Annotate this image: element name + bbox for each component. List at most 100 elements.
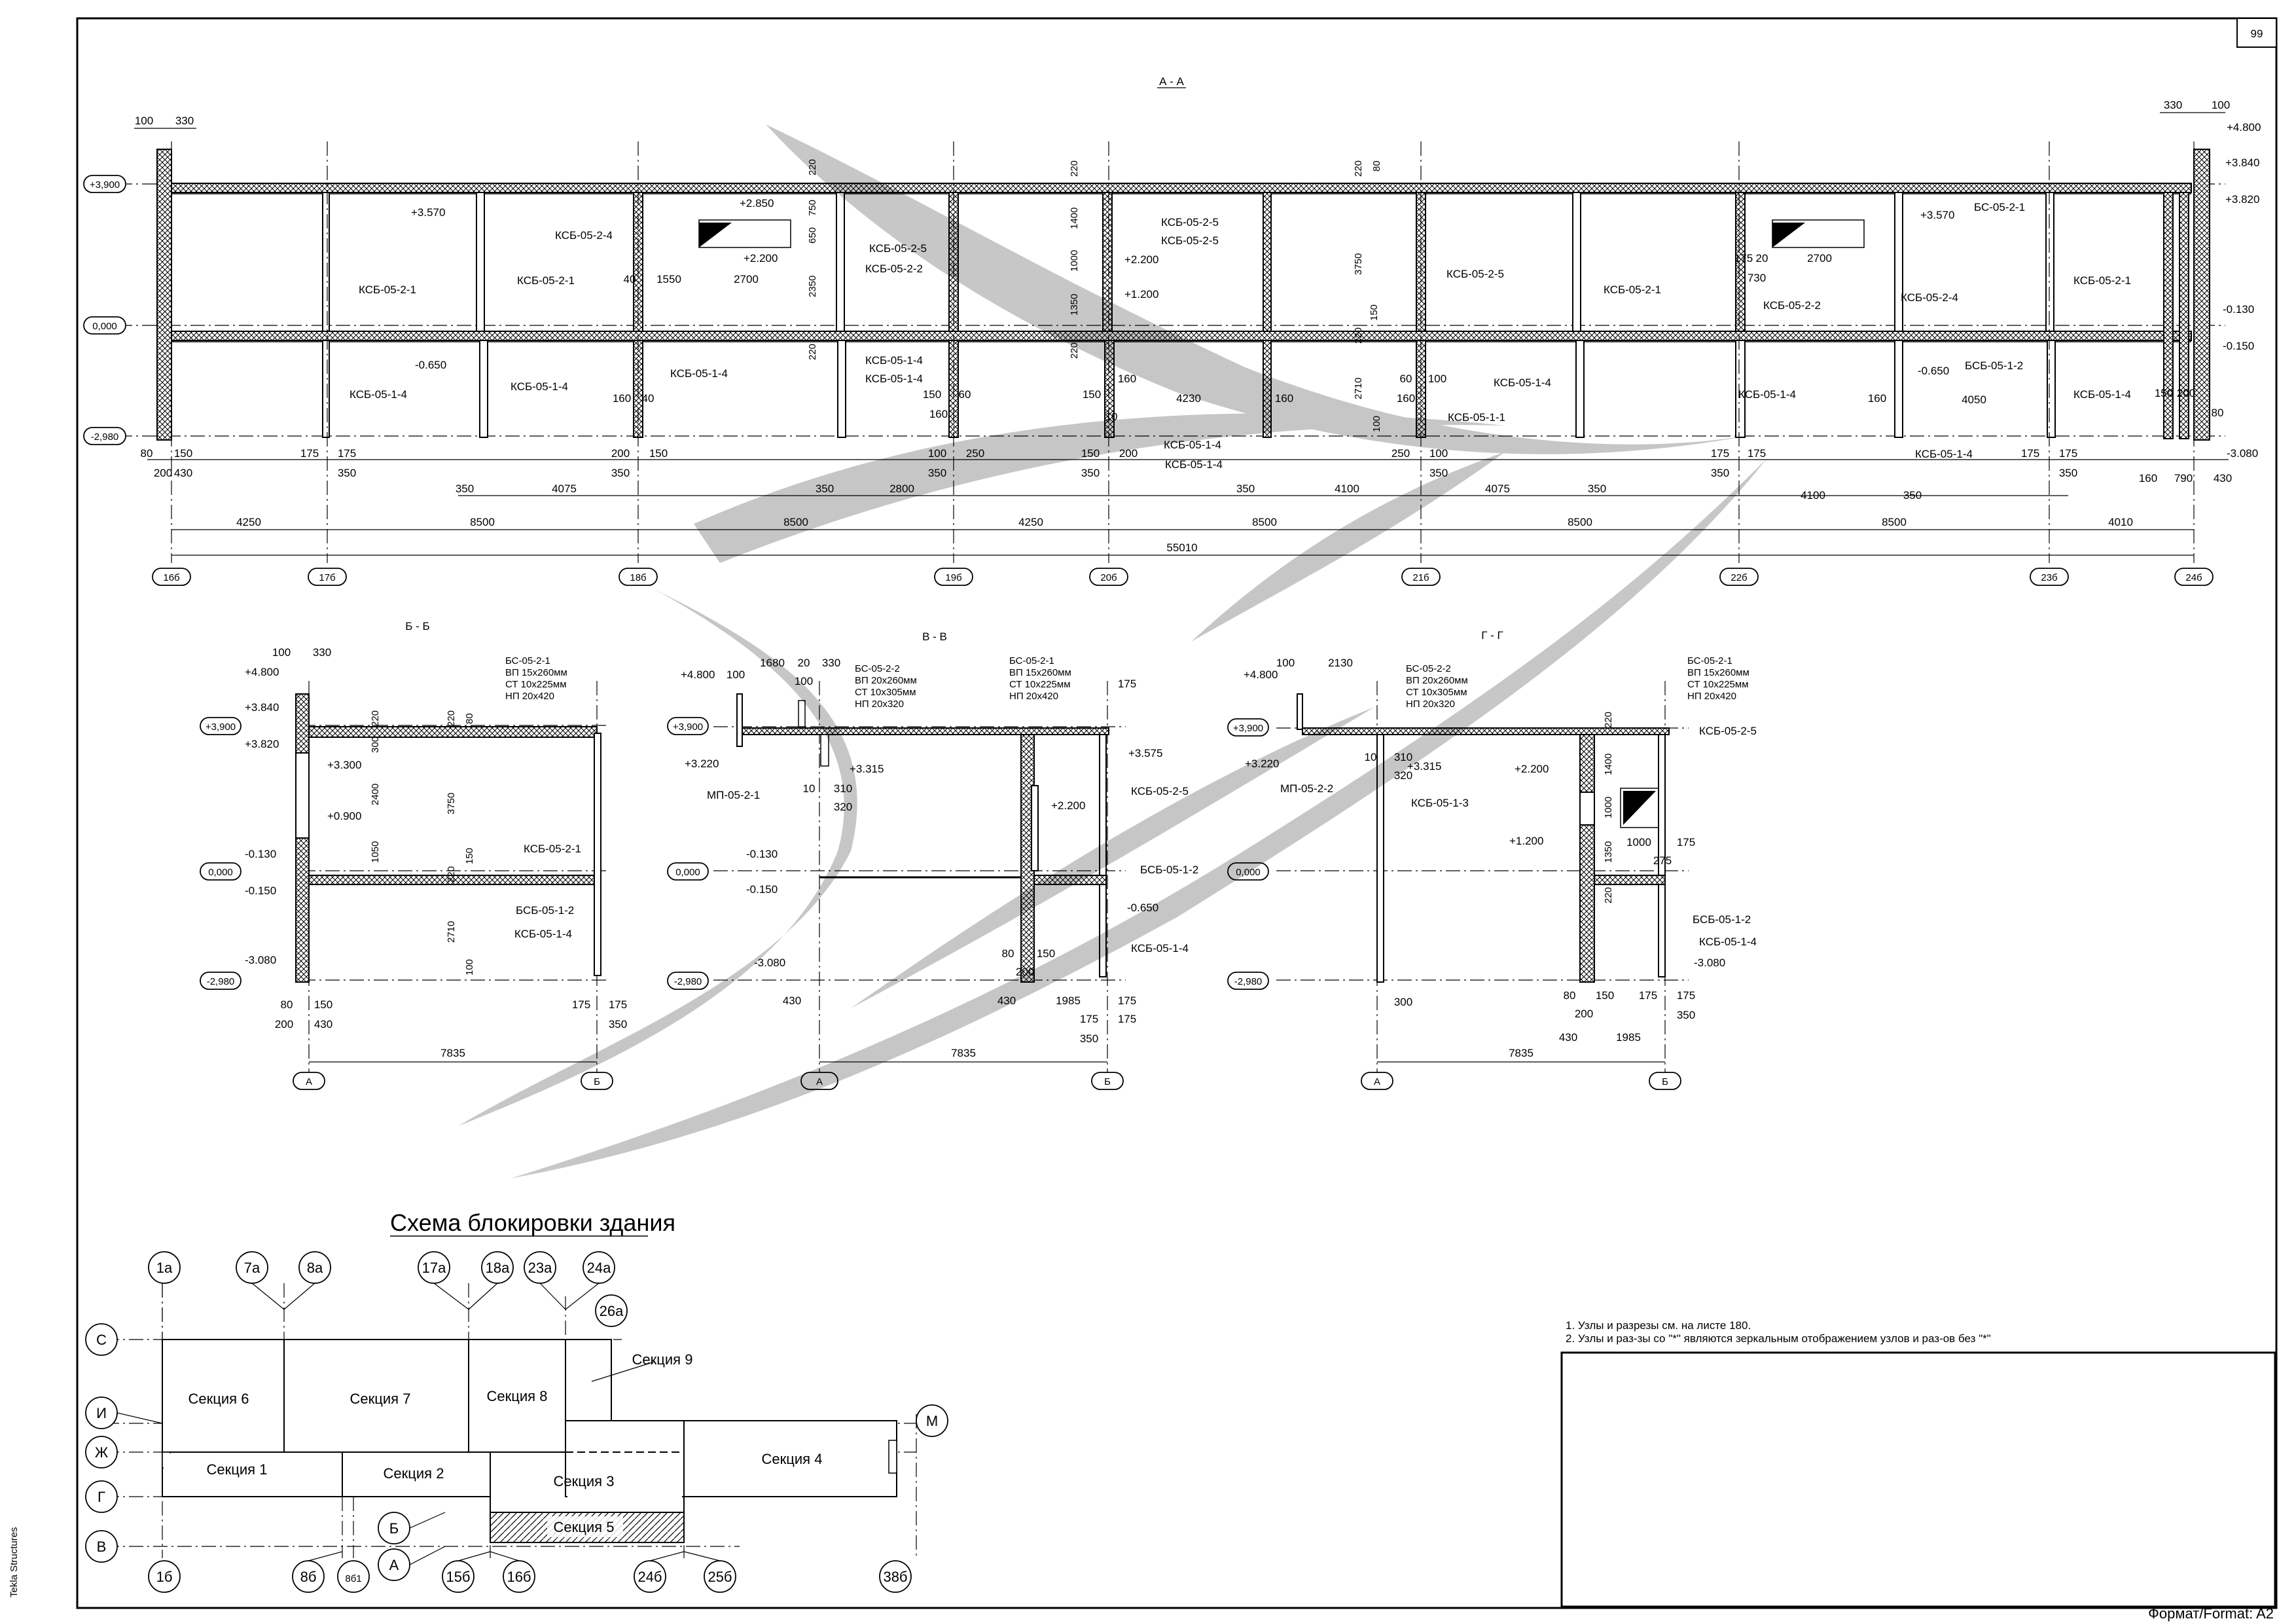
svg-text:160: 160 [613, 392, 631, 405]
sheet-frame [76, 17, 2278, 1609]
svg-text:КСБ-05-2-1: КСБ-05-2-1 [2073, 274, 2131, 287]
svg-text:+4.800: +4.800 [2227, 121, 2261, 134]
svg-text:350: 350 [928, 467, 946, 479]
svg-text:БС-05-2-1: БС-05-2-1 [1974, 201, 2025, 213]
svg-text:350: 350 [611, 467, 630, 479]
aa-sub-dims: 350 4075 350 2800 350 4100 4075 350 4100… [456, 483, 1922, 501]
svg-text:ВП 15х260мм: ВП 15х260мм [1687, 667, 1749, 678]
svg-text:КСБ-05-2-4: КСБ-05-2-4 [1901, 291, 1958, 304]
svg-text:200: 200 [1016, 966, 1034, 978]
svg-text:КСБ-05-1-4: КСБ-05-1-4 [865, 354, 923, 367]
svg-text:175: 175 [1118, 678, 1136, 690]
svg-text:175: 175 [1734, 252, 1753, 264]
scheme-label-9: Секция 9 [632, 1351, 693, 1368]
svg-text:4250: 4250 [236, 516, 261, 528]
scheme-label-6: Секция 6 [188, 1391, 249, 1407]
svg-text:100: 100 [1429, 447, 1448, 460]
svg-text:790: 790 [2174, 472, 2193, 484]
svg-text:350: 350 [609, 1018, 627, 1030]
svg-text:КСБ-05-2-1: КСБ-05-2-1 [517, 274, 575, 287]
svg-text:430: 430 [314, 1018, 332, 1030]
svg-text:100: 100 [135, 115, 153, 127]
svg-text:+3.820: +3.820 [245, 738, 279, 750]
svg-text:0,000: 0,000 [1236, 867, 1261, 878]
scheme-label-2: Секция 2 [384, 1465, 444, 1482]
svg-text:А: А [389, 1557, 399, 1573]
svg-text:+3,900: +3,900 [673, 721, 703, 733]
svg-text:СТ 10х305мм: СТ 10х305мм [1406, 687, 1467, 698]
svg-text:1400: 1400 [1069, 208, 1080, 229]
svg-text:7а: 7а [244, 1260, 260, 1276]
svg-text:1а: 1а [156, 1260, 173, 1276]
section-aa: А - А +3,900 0,000 -2,980 [83, 75, 2261, 586]
svg-text:25б: 25б [708, 1569, 732, 1585]
svg-text:10: 10 [1365, 751, 1377, 763]
svg-text:КСБ-05-1-4: КСБ-05-1-4 [1699, 936, 1757, 948]
svg-text:+1.200: +1.200 [1509, 835, 1543, 847]
aa-support-dims: 80 150 200 430 175 175 350 200 150 350 1… [141, 447, 2233, 484]
note-2: 2. Узлы и раз-зы со "*" являются зеркаль… [1566, 1332, 1991, 1345]
svg-text:20: 20 [1756, 252, 1768, 264]
svg-text:1050: 1050 [370, 841, 381, 863]
svg-text:-0.130: -0.130 [2223, 303, 2254, 316]
svg-text:4100: 4100 [1335, 483, 1359, 495]
svg-text:2700: 2700 [1807, 252, 1832, 264]
svg-text:КСБ-05-2-5: КСБ-05-2-5 [869, 242, 927, 255]
svg-text:100: 100 [1276, 657, 1295, 669]
svg-text:-2,980: -2,980 [91, 431, 119, 443]
svg-text:Ж: Ж [95, 1444, 109, 1461]
svg-text:16б: 16б [507, 1569, 531, 1585]
svg-text:220: 220 [807, 344, 818, 360]
svg-text:16б: 16б [163, 572, 179, 583]
svg-text:100: 100 [1371, 416, 1382, 432]
svg-text:4075: 4075 [552, 483, 577, 495]
svg-text:350: 350 [338, 467, 356, 479]
svg-text:80: 80 [141, 447, 153, 460]
svg-text:1000: 1000 [1626, 836, 1651, 848]
aa-axis-bubbles: 16б 17б 18б 19б 20б 21б 22б 23б 24б [152, 568, 2214, 586]
svg-text:150: 150 [2155, 387, 2173, 399]
svg-text:220: 220 [446, 710, 457, 727]
aa-columns [322, 192, 2056, 438]
svg-text:-3.080: -3.080 [1694, 957, 1725, 969]
svg-text:ВП 15х260мм: ВП 15х260мм [505, 667, 567, 678]
scheme-label-7: Секция 7 [350, 1391, 411, 1407]
svg-text:24б: 24б [637, 1569, 662, 1585]
svg-text:3750: 3750 [1353, 253, 1364, 275]
svg-text:80: 80 [1564, 989, 1576, 1002]
svg-text:4010: 4010 [2108, 516, 2133, 528]
svg-text:БС-05-2-1: БС-05-2-1 [1687, 655, 1732, 666]
scheme-label-8: Секция 8 [487, 1388, 548, 1404]
svg-text:Б: Б [1104, 1076, 1111, 1087]
svg-text:150: 150 [1369, 304, 1380, 321]
svg-text:17б: 17б [319, 572, 335, 583]
svg-text:КСБ-05-1-4: КСБ-05-1-4 [865, 373, 923, 385]
svg-text:220: 220 [370, 710, 381, 727]
svg-text:-3.080: -3.080 [2227, 447, 2258, 460]
section-bb-title: Б - Б [405, 620, 429, 632]
svg-text:175: 175 [1677, 989, 1695, 1002]
svg-text:КСБ-05-1-4: КСБ-05-1-4 [1915, 448, 1973, 460]
svg-text:КСБ-05-2-1: КСБ-05-2-1 [359, 283, 416, 296]
svg-text:80: 80 [464, 713, 475, 724]
svg-text:-0.650: -0.650 [1127, 902, 1158, 914]
svg-text:СТ 10х305мм: СТ 10х305мм [855, 687, 916, 698]
svg-text:200: 200 [1119, 447, 1138, 460]
svg-text:350: 350 [1081, 467, 1100, 479]
svg-text:2710: 2710 [1353, 378, 1364, 399]
svg-text:ВП 15х260мм: ВП 15х260мм [1009, 667, 1071, 678]
svg-text:175: 175 [300, 447, 319, 460]
svg-text:20б: 20б [1100, 572, 1117, 583]
svg-text:+2.200: +2.200 [1515, 763, 1549, 775]
section-vv: В - В +3,900 0,000 -2,980 +4.800 +3.220 … [667, 630, 1198, 1090]
svg-text:+3.840: +3.840 [245, 701, 279, 714]
svg-text:СТ 10х225мм: СТ 10х225мм [1687, 679, 1749, 690]
svg-text:КСБ-05-2-2: КСБ-05-2-2 [865, 263, 923, 275]
svg-text:Г: Г [98, 1489, 105, 1505]
svg-text:НП 20х420: НП 20х420 [1009, 691, 1058, 702]
svg-text:1б: 1б [156, 1569, 173, 1585]
svg-text:4050: 4050 [1962, 393, 1986, 406]
svg-text:КСБ-05-1-4: КСБ-05-1-4 [2073, 388, 2131, 401]
svg-text:330: 330 [2164, 99, 2182, 111]
svg-text:26а: 26а [600, 1303, 624, 1319]
